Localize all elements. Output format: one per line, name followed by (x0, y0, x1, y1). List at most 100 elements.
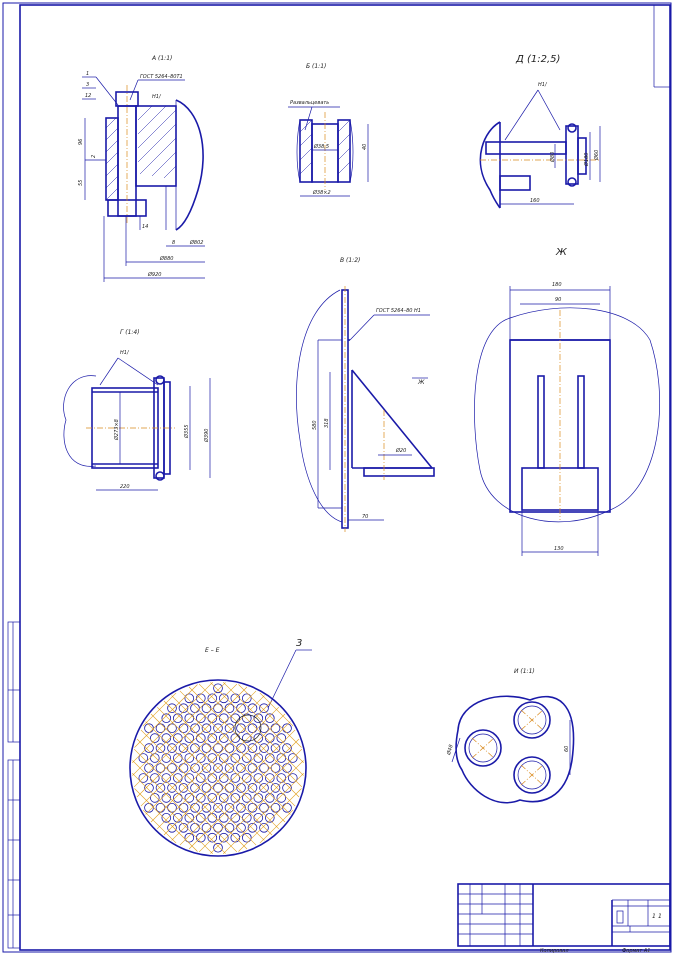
lattice-line (210, 760, 304, 854)
g-dia-273: Ø273×8 (113, 419, 120, 441)
tube-hole (138, 773, 149, 783)
tube-hole (144, 763, 154, 773)
tube-hole (259, 783, 269, 793)
tube-hole (201, 703, 212, 713)
tube-hole (178, 703, 189, 713)
tube-hole (213, 703, 223, 713)
tube-hole (247, 743, 258, 753)
stamp-format: Формат А1 (622, 948, 650, 954)
dia-880: Ø880 (159, 255, 173, 262)
tube-hole (196, 713, 206, 723)
view-v-title: В (1:2) (340, 257, 360, 264)
tube-hole (224, 723, 235, 733)
tube-hole (150, 773, 160, 783)
lattice-line (136, 738, 248, 850)
tube-hole (282, 763, 292, 773)
view-i: И (1:1) 60 Ø48 (445, 668, 575, 804)
tube-hole (259, 743, 269, 753)
view-g-title: Г (1:4) (120, 329, 140, 336)
tube-hole (167, 763, 177, 773)
tube-lattice (131, 681, 305, 855)
tube-hole (196, 733, 206, 743)
tube-hole (264, 812, 275, 823)
tube-hole (264, 753, 275, 763)
tube-hole (178, 763, 189, 773)
view-a: А (1:1) 1 3 12 ГОСТ 5264–80Т1 Н1/ (78, 55, 205, 282)
tube-hole (201, 802, 212, 813)
tube-hole (144, 743, 154, 753)
v-gost: ГОСТ 5264–80 Н1 (376, 308, 421, 314)
tube-hole (178, 743, 189, 753)
zh-dim-130: 130 (554, 546, 564, 552)
lattice-line (132, 760, 226, 854)
tube-hole (196, 793, 206, 803)
tube-hole (184, 733, 195, 743)
tube-hole (236, 723, 246, 733)
tube-hole (242, 713, 252, 723)
tube-sheet-circle (129, 679, 307, 857)
tube-hole (173, 733, 183, 743)
tube-hole (264, 793, 275, 803)
tube-hole (167, 802, 177, 813)
zh-dim-90: 90 (555, 297, 561, 303)
tube-hole (184, 832, 195, 843)
tube-grid (138, 683, 298, 853)
lattice-line (198, 748, 303, 853)
tube-hole (219, 733, 229, 743)
tube-hole (201, 743, 212, 753)
tube-hole (167, 743, 177, 753)
dim-2: 2 (91, 155, 97, 158)
tube-hole (270, 783, 281, 793)
tube-hole (184, 793, 195, 803)
dim-96: 96 (78, 139, 84, 145)
view-zh: Ж 180 90 130 (474, 247, 660, 556)
tube-hole (219, 693, 229, 704)
pos-3: 3 (86, 82, 89, 88)
tube-hole (242, 773, 252, 783)
tube-hole (213, 842, 223, 853)
lattice-line (142, 809, 177, 844)
tube-hole (184, 812, 195, 823)
tube-hole (270, 763, 281, 773)
tube-hole (230, 753, 241, 763)
tube-hole (207, 693, 218, 704)
b-dia-1: Ø38,5 (313, 143, 329, 150)
tube-hole (150, 753, 160, 763)
dim-55: 55 (78, 180, 84, 186)
stamp-sheets: 1 (658, 913, 662, 920)
tube-hole (190, 763, 200, 773)
tube-hole (190, 802, 200, 813)
tube-hole (276, 733, 287, 743)
tube-hole (236, 743, 246, 753)
tube-hole (230, 812, 241, 823)
tube-hole (213, 743, 223, 753)
i-dim-60: 60 (564, 746, 570, 752)
tube-hole (259, 822, 269, 833)
tube-hole (224, 783, 235, 793)
tube-hole (167, 822, 177, 833)
tube-hole (161, 713, 172, 723)
tube-hole (213, 802, 223, 813)
e-leader-label: 3 (296, 638, 302, 649)
tube-hole (230, 773, 241, 783)
tube-hole (190, 822, 200, 833)
tube-hole (276, 753, 287, 763)
tube-hole (247, 822, 258, 833)
tube-hole (173, 753, 183, 763)
lattice-line (222, 772, 305, 855)
tube-hole (161, 753, 172, 763)
tube-hole (155, 783, 166, 793)
lattice-line (156, 706, 280, 830)
tube-hole (219, 832, 229, 843)
dia-802: Ø802 (189, 239, 203, 246)
tube-hole (270, 743, 281, 753)
tube-hole (150, 733, 160, 743)
tube-hole (161, 733, 172, 743)
detail-circle (234, 714, 262, 742)
tube-hole (155, 743, 166, 753)
tube-hole (213, 683, 223, 694)
tube-hole (144, 783, 154, 793)
tube-hole (253, 713, 264, 723)
tube-hole (253, 773, 264, 783)
tube-hole (242, 733, 252, 743)
